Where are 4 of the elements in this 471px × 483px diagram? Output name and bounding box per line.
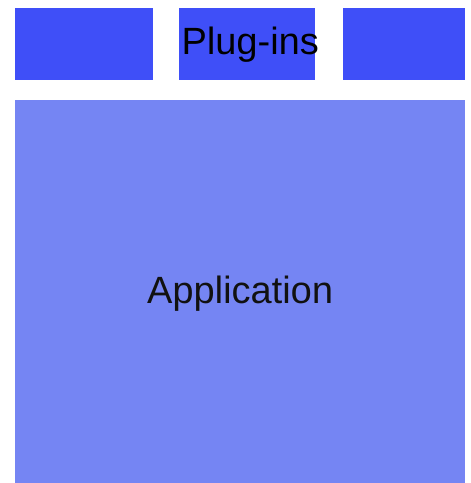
application-block xyxy=(15,100,465,483)
block-label: Application xyxy=(147,270,333,313)
plug-in-block xyxy=(343,8,465,80)
plug-in-block xyxy=(15,8,153,80)
